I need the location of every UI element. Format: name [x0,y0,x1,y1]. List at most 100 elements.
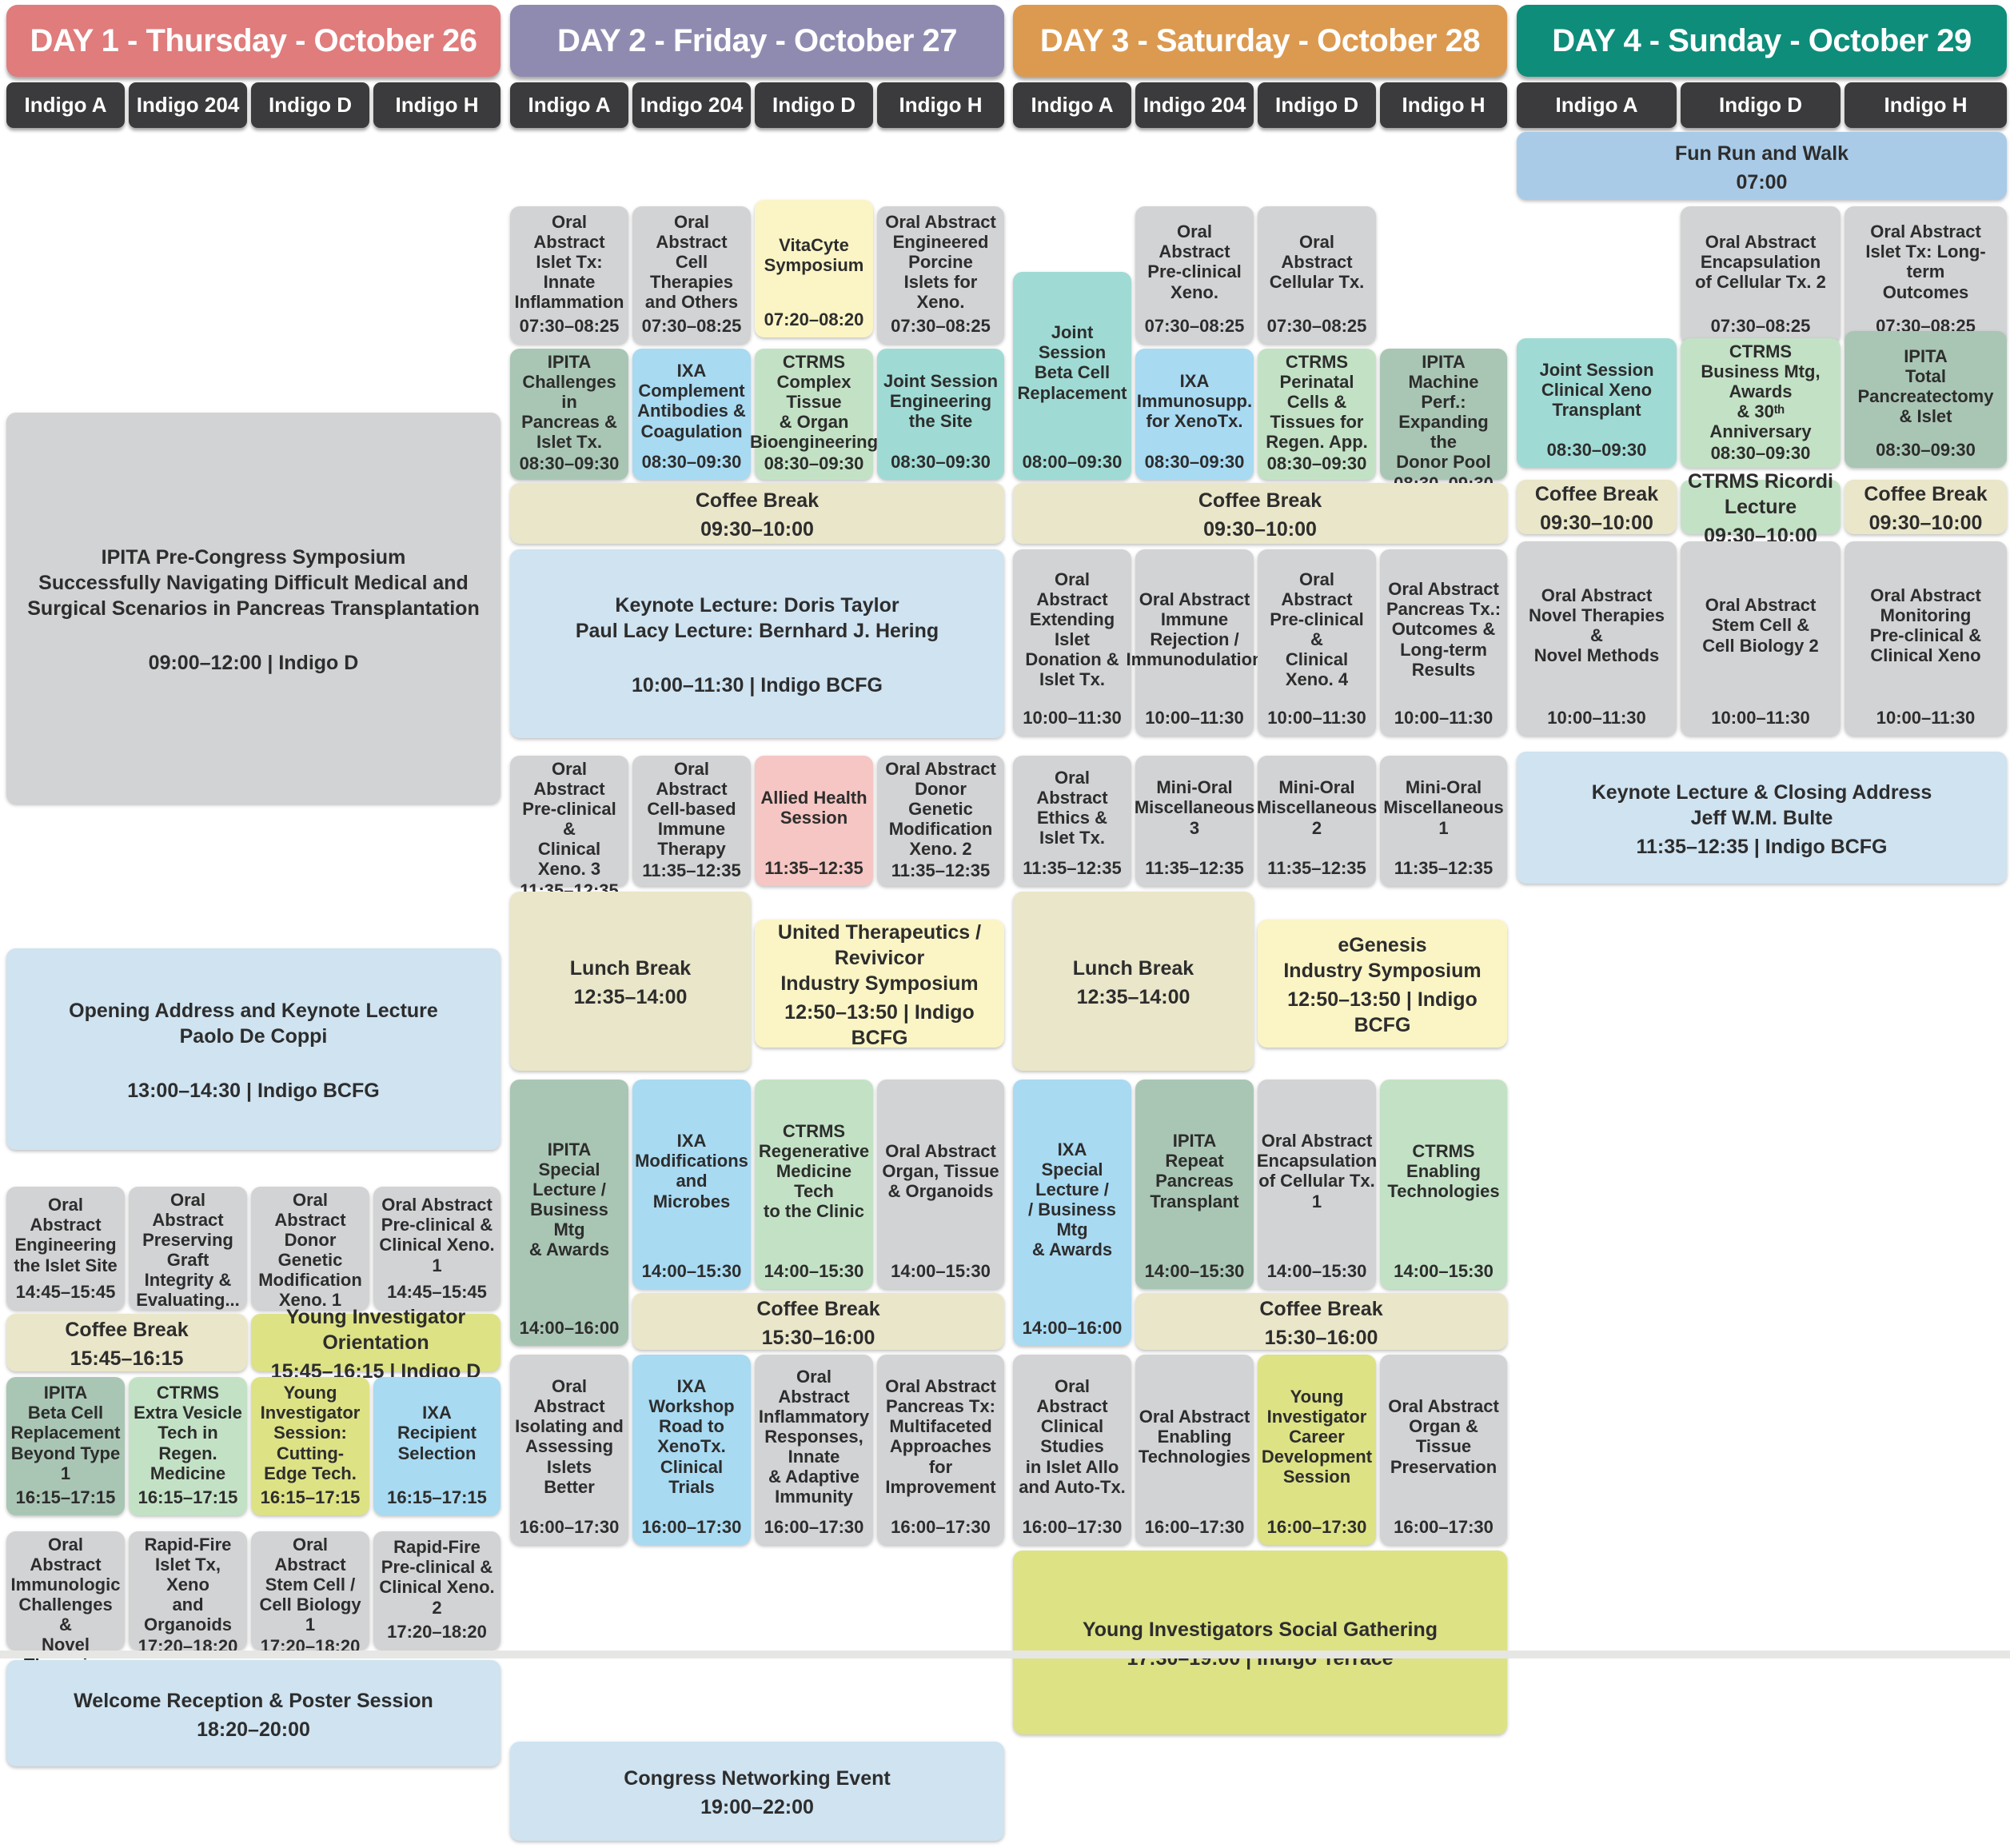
session-title: Oral Abstract Inflammatory Responses, In… [758,1366,870,1507]
session-title: Allied Health Session [760,787,867,828]
day2-session-block-11: Oral Abstract Pre-clinical & Clinical Xe… [510,756,628,900]
session-title: Oral Abstract Pre-clinical & Clinical Xe… [522,759,616,880]
session-title: Oral Abstract Enabling Technologies [1138,1406,1251,1467]
day1-session-block-16: Rapid-Fire Pre-clinical & Clinical Xeno.… [373,1531,501,1650]
session-title: Oral Abstract Cell-based Immune Therapy [647,759,736,860]
day2-session-block-23: IXA Workshop Road to XenoTx. Clinical Tr… [632,1355,751,1545]
session-time: 07:30–08:25 [891,315,991,336]
session-time: 08:30–09:30 [1710,443,1811,464]
session-title: CTRMS Ricordi Lecture [1688,470,1833,518]
day1-session-block-3: Oral Abstract Engineering the Islet Site… [6,1187,125,1310]
day4-session-block-2: Oral Abstract Encapsulation of Cellular … [1681,206,1841,344]
session-time: 16:00–17:30 [891,1516,991,1537]
session-time: 09:30–10:00 [1868,512,1983,534]
day4-banner: DAY 4 - Sunday - October 29 [1517,5,2007,77]
day1-session-block-15: Oral Abstract Stem Cell / Cell Biology 1… [251,1531,369,1656]
session-title: Oral Abstract Stem Cell / Cell Biology 1 [259,1535,361,1635]
session-title: Coffee Break [65,1319,189,1341]
session-time: 09:30–10:00 [1203,518,1317,541]
session-time: 10:00–11:30 [1023,707,1122,728]
session-time: 11:35–12:35 [642,860,741,881]
session-time: 16:15–17:15 [260,1487,361,1507]
session-time: 14:00–16:00 [1022,1317,1123,1338]
day4-session-block-12: Oral Abstract Monitoring Pre-clinical & … [1844,541,2007,736]
session-title: IPITA Pre-Congress Symposium Successfull… [27,545,480,620]
session-time: 14:45–15:45 [15,1281,116,1302]
day3-session-block-4: IXA Immunosupp. for XenoTx.08:30–09:30 [1135,349,1254,480]
day2-session-block-3: VitaCyte Symposium 07:20–08:20 [755,200,873,337]
session-time: 12:50–13:50 | Indigo BCFG [784,1001,975,1049]
day1-room-chip-4: Indigo H [373,82,501,128]
session-time: 14:00–15:30 [891,1260,991,1281]
day4-room-chip-2: Indigo D [1681,82,1841,128]
day2-session-block-17: IPITA Special Lecture / Business Mtg & A… [510,1080,628,1346]
session-time: 08:30–09:30 [641,451,742,472]
session-time: 11:35–12:35 [1023,857,1122,878]
session-title: Fun Run and Walk [1674,142,1849,165]
day1-session-block-5: Oral Abstract Donor Genetic Modification… [251,1187,369,1331]
session-time: 14:00–15:30 [1266,1260,1367,1281]
session-time: 11:35–12:35 [1267,857,1366,878]
day4-session-block-13: Keynote Lecture & Closing Address Jeff W… [1517,752,2007,884]
session-title: Oral Abstract Islet Tx: Long-term Outcom… [1865,222,1986,302]
session-title: Oral Abstract Preserving Graft Integrity… [136,1190,240,1311]
session-title: Mini-Oral Miscellaneous 1 [1383,777,1504,838]
day2-session-block-8: Joint Session Engineering the Site 08:30–… [877,349,1004,480]
day3-session-block-26: Oral Abstract Organ & Tissue Preservatio… [1380,1355,1507,1545]
day3-session-block-12: Oral Abstract Ethics & Islet Tx.11:35–12… [1013,756,1131,886]
session-time: 08:30–09:30 [1144,451,1245,472]
session-title: Oral Abstract Pre-clinical Xeno. [1147,222,1242,302]
session-time: 14:00–15:30 [1394,1260,1494,1281]
day2-session-block-7: CTRMS Complex Tissue & Organ Bioengineer… [750,349,878,480]
session-time: 11:35–12:35 [1145,857,1244,878]
session-title: Oral Abstract Clinical Studies in Islet … [1019,1376,1126,1497]
session-title: Joint Session Engineering the Site [883,370,999,431]
day3-session-block-18: IXA Special Lecture / / Business Mtg & A… [1013,1080,1131,1346]
session-time: 15:30–16:00 [761,1326,875,1349]
session-title: Oral Abstract Stem Cell & Cell Biology 2 [1702,595,1819,656]
session-title: Oral Abstract Donor Genetic Modification… [258,1190,362,1311]
day3-session-block-5: CTRMS Perinatal Cells & Tissues for Rege… [1258,349,1376,480]
session-time: 08:30–09:30 [764,453,864,474]
day3-session-block-3: Oral Abstract Cellular Tx.07:30–08:25 [1258,206,1376,344]
day3-session-block-23: Oral Abstract Clinical Studies in Islet … [1013,1355,1131,1545]
day4-session-block-5: CTRMS Business Mtg, Awards & 30ᵗʰ Annive… [1681,338,1841,468]
session-title: VitaCyte Symposium [764,235,864,276]
session-title: Lunch Break [569,957,692,980]
session-time: 07:20–08:20 [764,309,864,329]
session-title: Congress Networking Event [624,1767,891,1790]
session-title: Oral Abstract Islet Tx: Innate Inflammat… [514,211,624,313]
day4-session-block-3: Oral Abstract Islet Tx: Long-term Outcom… [1844,206,2007,344]
day2-session-block-14: Oral Abstract Donor Genetic Modification… [877,756,1004,886]
day1-session-block-4: Oral Abstract Preserving Graft Integrity… [129,1187,247,1331]
session-title: IXA Special Lecture / / Business Mtg & A… [1027,1139,1117,1260]
day2-room-chip-4: Indigo H [877,82,1004,128]
session-time: 09:00–12:00 | Indigo D [148,651,359,674]
session-time: 08:30–09:30 [891,451,991,472]
session-title: Oral Abstract Novel Therapies & Novel Me… [1529,585,1665,666]
session-time: 07:30–08:25 [1144,315,1245,336]
session-title: Opening Address and Keynote Lecture Paol… [69,1000,438,1048]
session-title: Rapid-Fire Pre-clinical & Clinical Xeno.… [379,1537,495,1618]
session-title: Oral Abstract Extending Islet Donation &… [1025,569,1119,690]
session-time: 16:00–17:30 [764,1516,864,1537]
session-title: IPITA Total Pancreatectomy & Islet [1857,345,1994,427]
day1-session-block-1: IPITA Pre-Congress Symposium Successfull… [6,413,501,804]
divider-band [0,1650,2010,1658]
session-title: Coffee Break [756,1297,880,1320]
session-title: eGenesis Industry Symposium [1283,934,1482,982]
session-title: IXA Complement Antibodies & Coagulation [637,361,746,441]
session-title: Welcome Reception & Poster Session [74,1689,433,1712]
session-time: 19:00–22:00 [700,1796,814,1818]
session-time: 15:30–16:00 [1264,1326,1378,1349]
